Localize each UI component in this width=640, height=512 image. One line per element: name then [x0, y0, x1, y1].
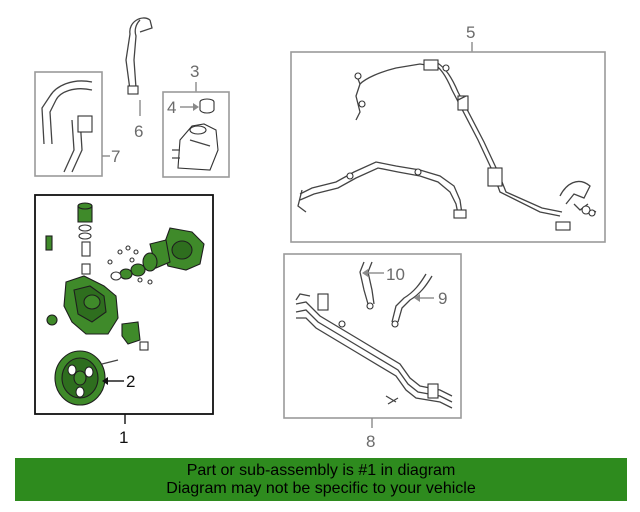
arrow-10	[362, 269, 368, 277]
callout-2: 2	[126, 372, 135, 391]
part-1-pump-assembly[interactable]	[45, 202, 205, 406]
part-10-hose[interactable]	[359, 261, 375, 310]
callout-7: 7	[111, 147, 120, 166]
callout-3: 3	[190, 62, 199, 81]
diagram-notice-banner: Part or sub-assembly is #1 in diagram Di…	[15, 458, 627, 501]
arrow-9	[414, 294, 420, 302]
part-8-cooler-pipe[interactable]	[295, 293, 453, 409]
part-2-pulley[interactable]	[54, 350, 119, 406]
part-5-box	[290, 51, 606, 243]
part-5-return-hose[interactable]	[297, 161, 467, 219]
callout-9: 9	[438, 289, 447, 308]
banner-line-1: Part or sub-assembly is #1 in diagram	[186, 461, 456, 479]
part-1-box	[34, 194, 214, 415]
part-5-pressure-hose[interactable]	[355, 59, 597, 231]
arrow-2	[102, 377, 108, 385]
part-1-bolts	[107, 245, 153, 285]
part-3-reservoir[interactable]	[172, 123, 219, 171]
parts-diagram: 6 7 3 4 5	[34, 17, 606, 451]
part-3-box	[162, 91, 230, 178]
callout-8: 8	[366, 432, 375, 451]
part-7-pipe[interactable]	[41, 80, 93, 173]
part-9-hose[interactable]	[391, 273, 433, 328]
part-6-hose[interactable]	[125, 17, 153, 95]
banner-line-2: Diagram may not be specific to your vehi…	[166, 479, 476, 497]
part-4-cap[interactable]	[199, 98, 215, 114]
arrow-4	[193, 103, 199, 111]
callout-4: 4	[167, 98, 176, 117]
part-5-fittings	[354, 72, 467, 108]
callout-6: 6	[134, 122, 143, 141]
part-7-box	[34, 71, 103, 177]
callout-1: 1	[119, 428, 128, 447]
callout-10: 10	[386, 265, 405, 284]
callout-5: 5	[466, 23, 475, 42]
